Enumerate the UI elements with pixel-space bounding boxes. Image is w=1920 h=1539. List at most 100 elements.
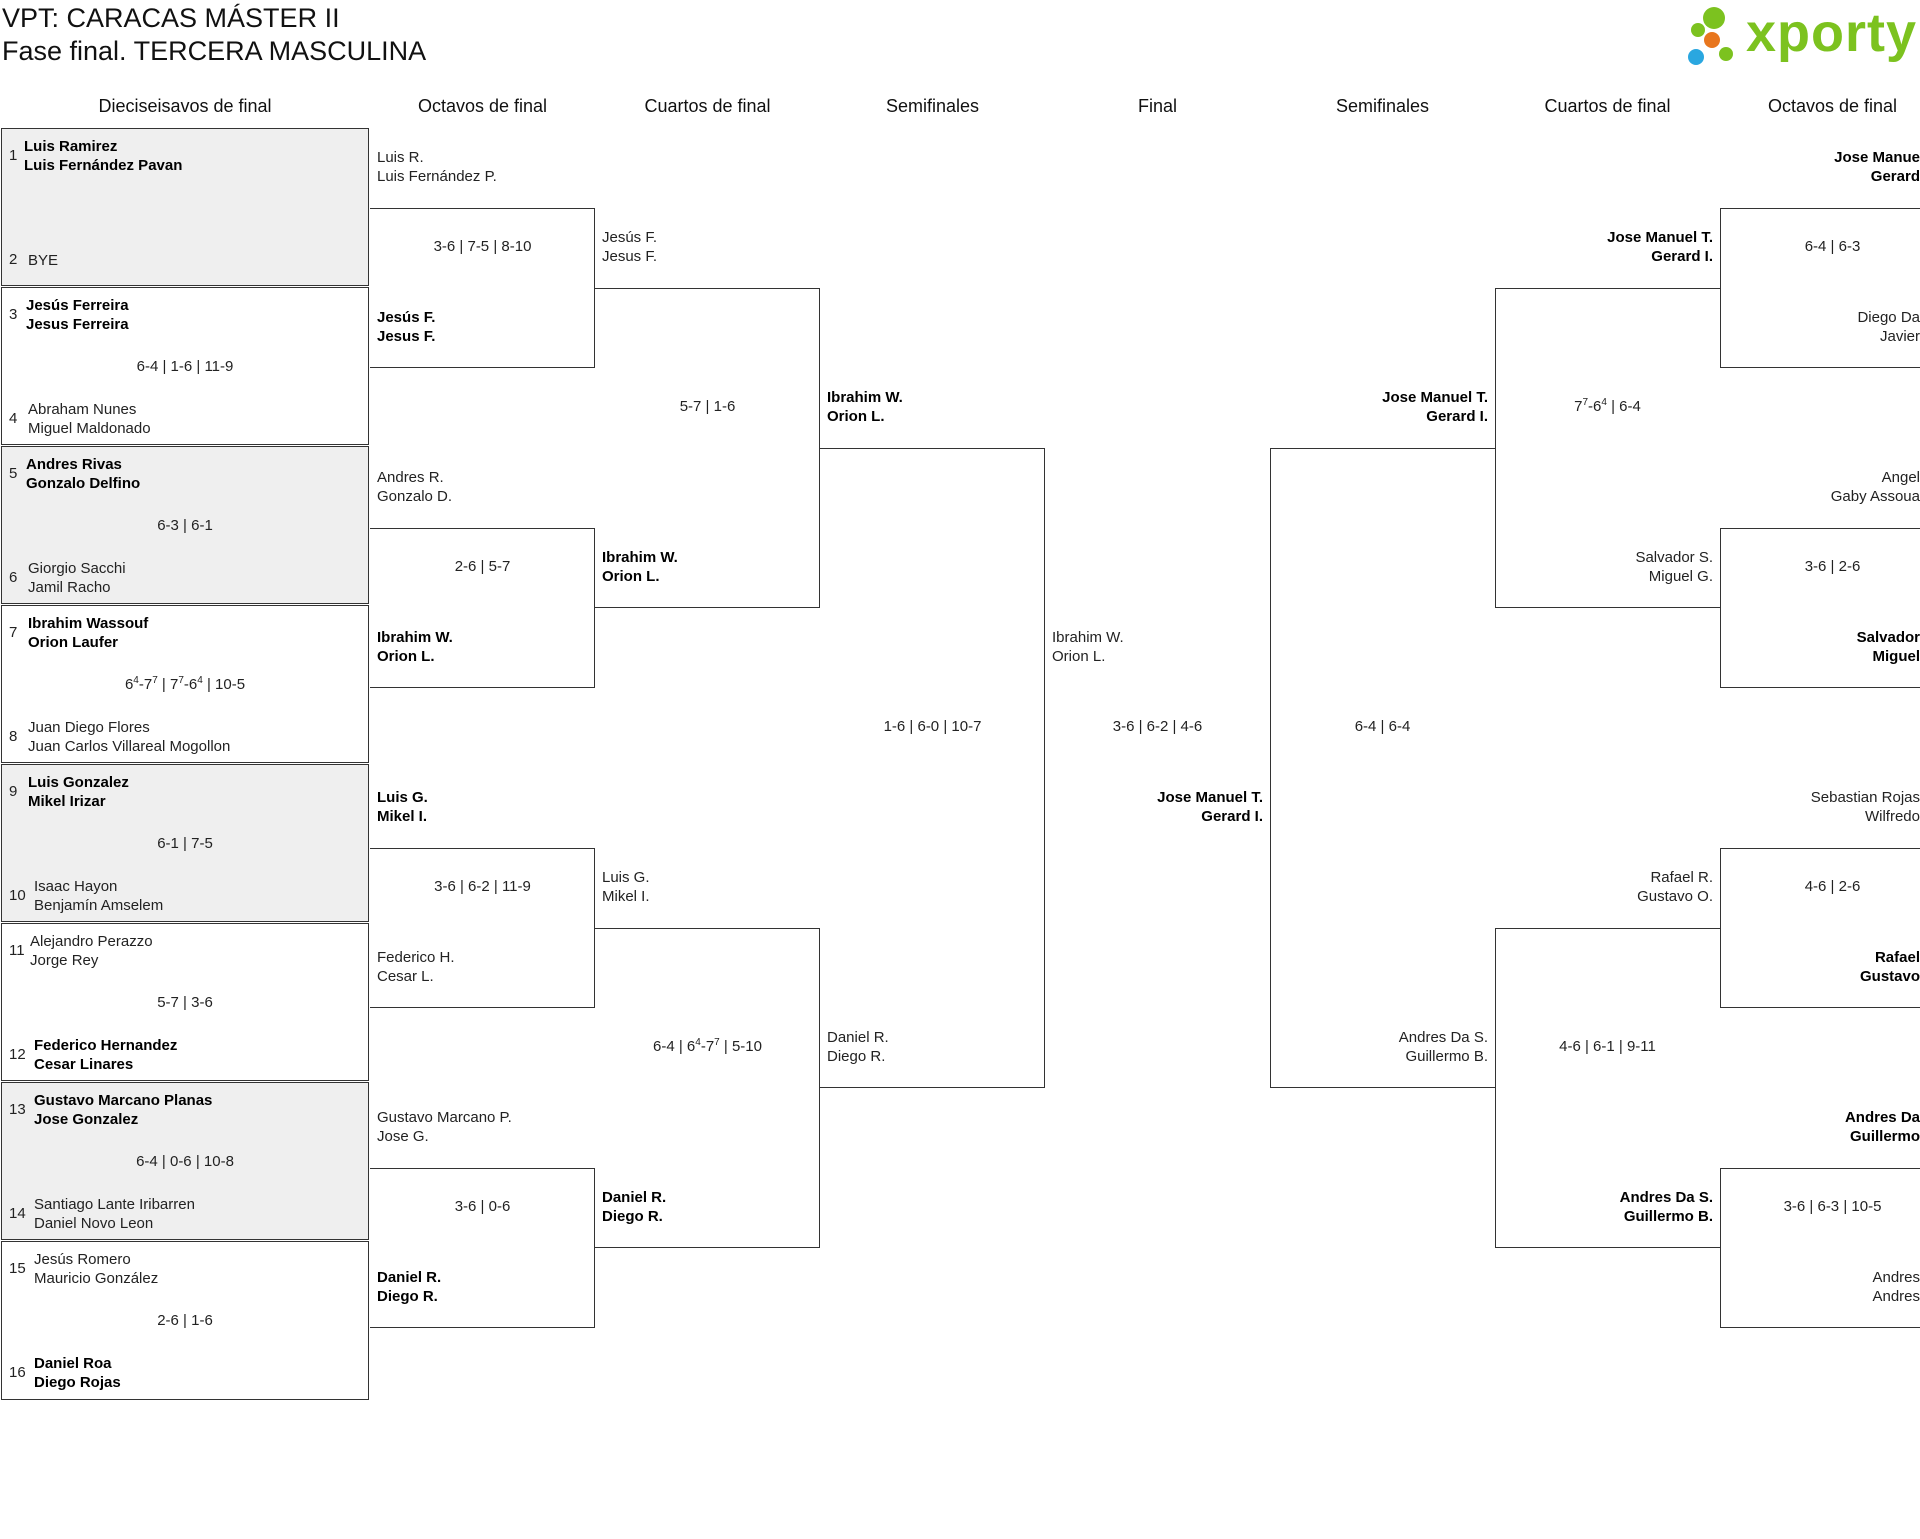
seed-number: 3	[9, 306, 18, 323]
seed-number: 11	[9, 942, 25, 959]
r16-team-bottom: Federico H.Cesar L.	[377, 949, 455, 985]
qf-team-top: Rafael R.Gustavo O.	[1637, 869, 1713, 905]
r16-team-bottom: Ibrahim W.Orion L.	[377, 629, 453, 665]
final-score: 3-6 | 6-2 | 4-6	[1112, 718, 1203, 735]
seed-number: 16	[9, 1364, 26, 1381]
right-qf-bracket-2	[1495, 928, 1720, 1248]
r16-score: 3-6 | 0-6	[454, 1198, 511, 1215]
r16-score: 3-6 | 7-5 | 8-10	[433, 238, 532, 255]
left-r16-bracket-1	[370, 208, 595, 368]
r16-team-bottom: Jesús F.Jesus F.	[377, 309, 436, 345]
round-header-right-r16: Octavos de final	[1767, 96, 1898, 116]
qf-team-bottom: Daniel R.Diego R.	[602, 1189, 667, 1225]
page-subtitle: Fase final. TERCERA MASCULINA	[2, 36, 427, 66]
qf-score: 6-4 | 64-77 | 5-10	[653, 1037, 762, 1056]
logo-dots-icon	[1688, 7, 1733, 65]
match-score: 2-6 | 1-6	[157, 1312, 213, 1329]
seed-number: 2	[9, 251, 18, 268]
page-title: VPT: CARACAS MÁSTER II	[2, 3, 340, 33]
xporty-logo: xporty	[1684, 3, 1918, 68]
round-header-final: Final	[1137, 96, 1177, 116]
r16-score: 3-6 | 6-3 | 10-5	[1783, 1198, 1882, 1215]
round-header-right-qf: Cuartos de final	[1544, 96, 1671, 116]
r16-score: 4-6 | 2-6	[1804, 878, 1861, 895]
right-r16-bracket-4	[1720, 1168, 1920, 1328]
sf-team-bottom: Andres Da S.Guillermo B.	[1398, 1029, 1488, 1065]
seed-number: 9	[9, 783, 18, 800]
seed-number: 7	[9, 624, 18, 641]
r16-score: 6-4 | 6-3	[1804, 238, 1861, 255]
seed-number: 5	[9, 465, 18, 482]
seed-number: 1	[9, 147, 18, 164]
r16-score: 2-6 | 5-7	[454, 558, 511, 575]
round-header-left-sf: Semifinales	[885, 96, 980, 116]
logo-text: xporty	[1746, 3, 1918, 63]
seed-number: 14	[9, 1205, 26, 1222]
sf-score: 1-6 | 6-0 | 10-7	[883, 718, 982, 735]
left-r16-bracket-2	[370, 528, 595, 688]
right-r16-bracket-3	[1720, 848, 1920, 1008]
right-sf-bracket	[1270, 448, 1495, 1088]
team-bottom: BYE	[28, 252, 59, 269]
seed-number: 15	[9, 1260, 26, 1277]
qf-team-bottom: Ibrahim W.Orion L.	[602, 549, 678, 585]
qf-team-top: Jose Manuel T.Gerard I.	[1607, 229, 1713, 265]
round-header-right-sf: Semifinales	[1335, 96, 1430, 116]
qf-score: 4-6 | 6-1 | 9-11	[1559, 1038, 1656, 1055]
match-score: 64-77 | 77-64 | 10-5	[124, 675, 246, 694]
qf-score: 77-64 | 6-4	[1574, 397, 1641, 416]
seed-number: 12	[9, 1046, 26, 1063]
seed-number: 4	[9, 410, 18, 427]
qf-team-top: Luis G.Mikel I.	[602, 869, 650, 905]
right-r16-bracket-2	[1720, 528, 1920, 688]
sf-team-bottom: Daniel R.Diego R.	[827, 1029, 889, 1065]
left-r16-bracket-4	[370, 1168, 595, 1328]
left-qf-bracket-2	[595, 928, 820, 1248]
seed-number: 10	[9, 887, 26, 904]
qf-score: 5-7 | 1-6	[679, 398, 736, 415]
r16-team-top: Gustavo Marcano P.Jose G.	[377, 1109, 512, 1145]
r16-score: 3-6 | 6-2 | 11-9	[434, 878, 531, 895]
left-r16-bracket-3	[370, 848, 595, 1008]
seed-number: 13	[9, 1101, 26, 1118]
right-qf-bracket-1	[1495, 288, 1720, 608]
match-score: 6-3 | 6-1	[157, 517, 213, 534]
r16-score: 3-6 | 2-6	[1804, 558, 1861, 575]
sf-team-top: Ibrahim W.Orion L.	[827, 389, 903, 425]
qf-team-bottom: Andres Da S.Guillermo B.	[1619, 1189, 1713, 1225]
seed-number: 6	[9, 569, 18, 586]
r16-team-top: Andres R.Gonzalo D.	[377, 469, 453, 505]
match-score: 5-7 | 3-6	[157, 994, 213, 1011]
round-header-left-r16: Octavos de final	[417, 96, 548, 116]
left-sf-bracket	[820, 448, 1045, 1088]
right-r16-bracket-1	[1720, 208, 1920, 368]
qf-team-bottom: Salvador S.Miguel G.	[1635, 549, 1713, 585]
r16-team-bottom: Daniel R.Diego R.	[377, 1269, 442, 1305]
match-score: 6-4 | 1-6 | 11-9	[136, 358, 234, 375]
left-qf-bracket-1	[595, 288, 820, 608]
